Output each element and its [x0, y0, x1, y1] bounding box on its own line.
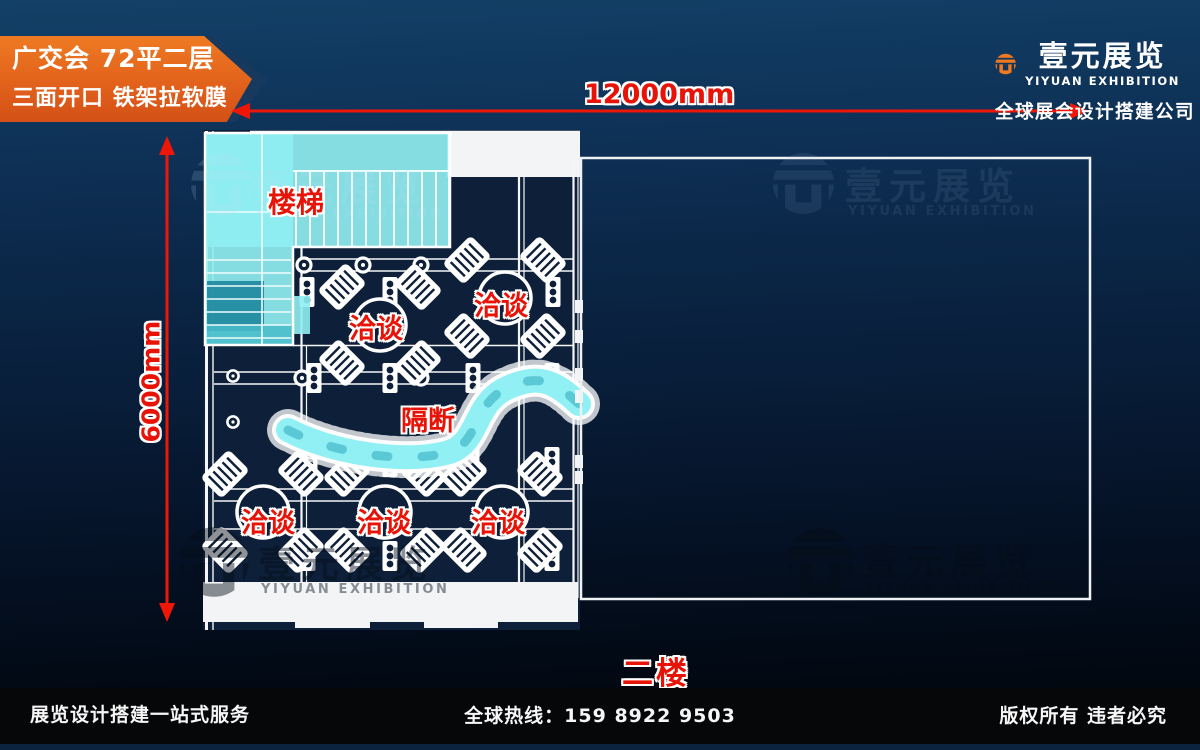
footer-service-text: 展览设计搭建一站式服务	[30, 704, 251, 726]
table-label: 洽谈	[474, 291, 528, 322]
footer-bar	[0, 688, 1200, 750]
footer-hotline-text: 全球热线：159 8922 9503	[464, 705, 736, 727]
edge-ticks	[575, 300, 583, 484]
title-banner: 广交会 72平二层 三面开口 铁架拉软膜	[0, 36, 252, 122]
footer-copyright-text: 版权所有 违者必究	[999, 705, 1167, 727]
logo-tagline: 全球展会设计搭建公司	[995, 102, 1196, 123]
company-logo: 壹元展览 YIYUAN EXHIBITION 全球展会设计搭建公司	[995, 36, 1196, 124]
plan-bottom-band	[203, 582, 578, 628]
partition-label: 隔断	[401, 406, 455, 437]
floor-label: 二楼	[622, 656, 690, 692]
footer-accent-strip	[0, 744, 1200, 750]
stairs-label: 楼梯	[268, 186, 325, 219]
dimension-arrows	[159, 103, 1089, 622]
open-floor-outline	[579, 156, 1092, 601]
yiyuan-logo-icon	[995, 36, 1016, 92]
banner-title-line2: 三面开口 铁架拉软膜	[12, 86, 228, 111]
logo-name-en: YIYUAN EXHIBITION	[1025, 74, 1180, 88]
table-label: 洽谈	[471, 508, 525, 539]
dimension-height-label: 6000mm	[136, 320, 166, 443]
banner-title-line1: 广交会 72平二层	[12, 44, 215, 73]
plan-white-block	[447, 131, 580, 177]
partition-band	[267, 359, 600, 479]
logo-name-cn: 壹元展览	[1038, 39, 1167, 73]
table-label: 洽谈	[349, 314, 403, 345]
dimension-width-label: 12000mm	[584, 79, 735, 110]
table-label: 洽谈	[241, 508, 295, 539]
table-label: 洽谈	[357, 508, 411, 539]
